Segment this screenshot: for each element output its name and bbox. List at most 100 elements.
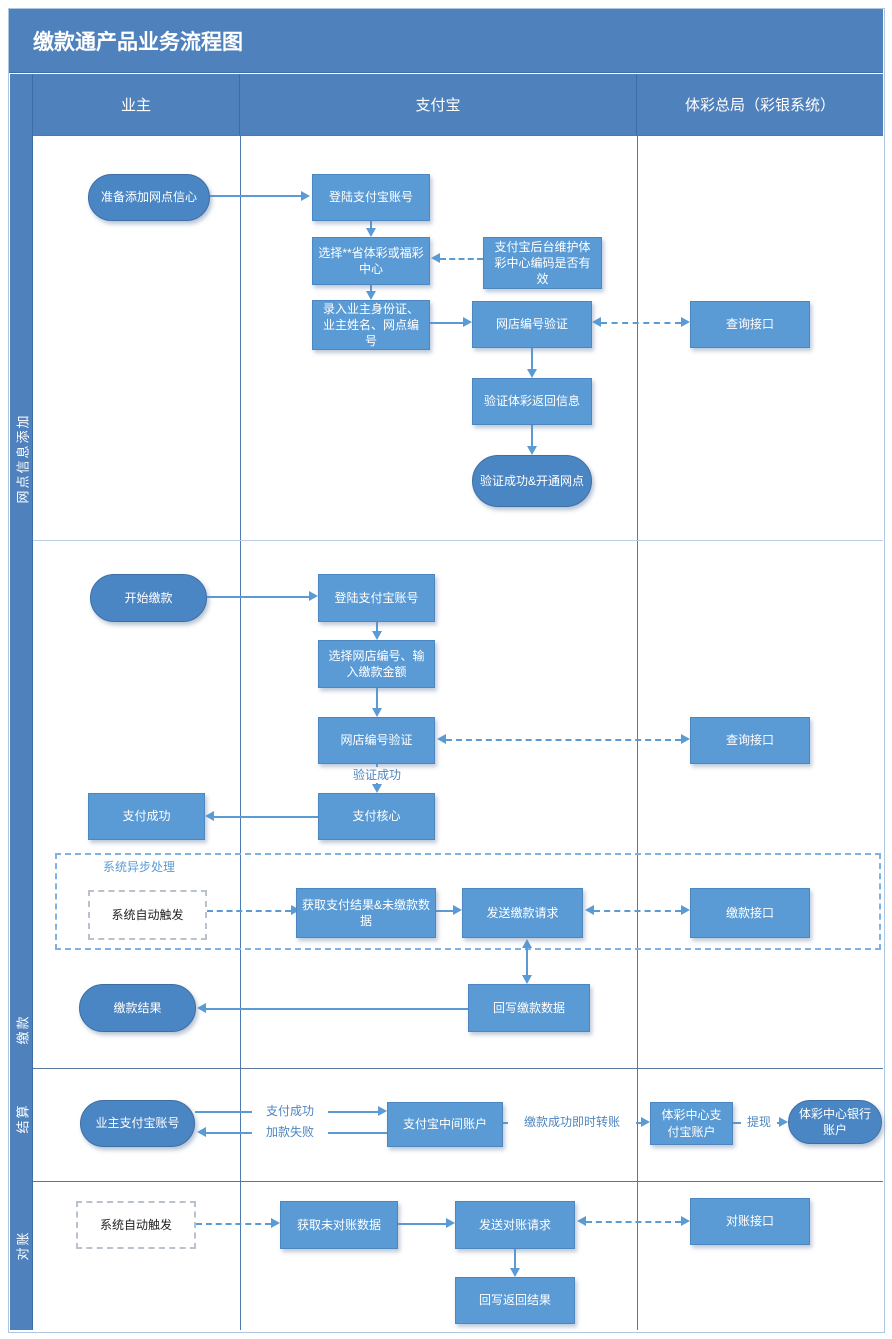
connector-dashed xyxy=(440,258,483,260)
connector-dashed xyxy=(601,322,681,324)
arrowhead xyxy=(372,784,382,793)
arrowhead xyxy=(510,1268,520,1277)
lane-divider xyxy=(33,1181,883,1182)
node-owner-alipay-account: 业主支付宝账号 xyxy=(80,1100,195,1147)
arrowhead xyxy=(431,253,440,263)
node-verify-ok-open: 验证成功&开通网点 xyxy=(472,455,592,507)
node-pay-success: 支付成功 xyxy=(88,793,205,840)
node-shop-code-verify-2: 网店编号验证 xyxy=(318,717,435,764)
edge-label-add-fail: 加款失败 xyxy=(252,1124,328,1140)
edge-label-withdraw: 提现 xyxy=(741,1114,777,1130)
node-get-pay-result: 获取支付结果&未缴款数据 xyxy=(296,888,436,938)
arrowhead xyxy=(437,734,446,744)
node-ticai-alipay-account: 体彩中心支付宝账户 xyxy=(650,1102,733,1145)
arrowhead xyxy=(309,591,318,601)
column-divider xyxy=(240,135,241,1330)
arrowhead xyxy=(378,1106,387,1116)
node-login-alipay-1: 登陆支付宝账号 xyxy=(312,174,430,221)
node-shop-code-verify-1: 网店编号验证 xyxy=(472,301,592,348)
arrowhead xyxy=(271,1218,280,1228)
node-prepare-add-outlet: 准备添加网点信心 xyxy=(88,174,210,221)
column-header-ticai: 体彩总局（彩银系统） xyxy=(637,74,883,135)
arrowhead xyxy=(577,1216,586,1226)
lane-label-strip xyxy=(10,74,33,1330)
arrowhead xyxy=(522,975,532,984)
connector xyxy=(531,348,533,369)
lane-label-text: 网点信息添加 xyxy=(15,412,31,504)
lane-label-text: 结算 xyxy=(15,1102,31,1134)
page-title: 缴款通产品业务流程图 xyxy=(9,9,883,73)
arrowhead xyxy=(641,1117,650,1127)
node-auto-trigger-2: 系统自动触发 xyxy=(76,1201,196,1249)
node-pay-api: 缴款接口 xyxy=(690,888,810,938)
lane-divider xyxy=(33,540,883,541)
arrowhead xyxy=(446,1218,455,1228)
arrowhead xyxy=(527,369,537,378)
node-send-pay-request: 发送缴款请求 xyxy=(462,888,583,938)
connector xyxy=(370,221,372,229)
node-verify-ticai-return: 验证体彩返回信息 xyxy=(472,378,592,425)
arrowhead xyxy=(372,631,382,640)
lane-divider xyxy=(33,1068,883,1069)
arrowhead xyxy=(205,811,214,821)
arrowhead xyxy=(585,905,594,915)
arrowhead xyxy=(291,905,300,915)
edge-label-verify-success: 验证成功 xyxy=(340,767,414,783)
lane-divider xyxy=(33,135,883,136)
column-header-owner: 业主 xyxy=(33,74,240,135)
node-writeback-result: 回写返回结果 xyxy=(455,1277,575,1324)
node-query-api-2: 查询接口 xyxy=(690,717,810,764)
node-send-recon-request: 发送对账请求 xyxy=(455,1201,575,1249)
connector xyxy=(370,285,372,292)
node-pay-core: 支付核心 xyxy=(318,793,435,840)
connector xyxy=(514,1249,516,1268)
arrowhead xyxy=(681,1216,690,1226)
connector-dashed xyxy=(207,910,291,912)
connector xyxy=(376,622,378,631)
lane-label-text: 对账 xyxy=(15,1229,31,1261)
column-header-alipay: 支付宝 xyxy=(240,74,637,135)
node-alipay-middle-account: 支付宝中间账户 xyxy=(387,1102,503,1147)
lane-label-text: 缴款 xyxy=(15,1013,31,1045)
arrowhead xyxy=(779,1117,788,1127)
lane-label-payment: 缴款 xyxy=(10,999,33,1059)
node-writeback-pay-data: 回写缴款数据 xyxy=(468,984,590,1032)
connector xyxy=(398,1223,446,1225)
arrowhead xyxy=(366,228,376,237)
node-login-alipay-2: 登陆支付宝账号 xyxy=(318,574,435,622)
arrowhead xyxy=(197,1127,206,1137)
arrowhead xyxy=(366,291,376,300)
connector xyxy=(376,688,378,708)
edge-label-instant-transfer: 缴款成功即时转账 xyxy=(508,1114,636,1130)
edge-label-pay-success: 支付成功 xyxy=(252,1103,328,1119)
arrowhead xyxy=(681,905,690,915)
async-group-box xyxy=(55,853,881,950)
arrowhead xyxy=(453,905,462,915)
node-ticai-bank-account: 体彩中心银行账户 xyxy=(788,1100,882,1144)
connector xyxy=(436,910,453,912)
arrowhead xyxy=(681,734,690,744)
arrowhead xyxy=(301,191,310,201)
arrowhead xyxy=(197,1003,206,1013)
connector xyxy=(531,425,533,446)
connector xyxy=(210,195,301,197)
node-choose-center: 选择**省体彩或福彩中心 xyxy=(312,237,430,285)
node-auto-trigger-1: 系统自动触发 xyxy=(88,890,207,940)
arrowhead xyxy=(522,939,532,948)
connector xyxy=(214,816,318,818)
connector-dashed xyxy=(594,910,681,912)
lane-label-settlement: 结算 xyxy=(10,1088,33,1148)
connector xyxy=(207,596,309,598)
node-pay-result: 缴款结果 xyxy=(79,984,196,1032)
connector xyxy=(206,1008,468,1010)
connector-dashed xyxy=(196,1223,271,1225)
lane-label-reconciliation: 对账 xyxy=(10,1215,33,1275)
node-choose-shop-amount: 选择网店编号、输入缴款金额 xyxy=(318,640,435,688)
node-backend-maintain: 支付宝后台维护体彩中心编码是否有效 xyxy=(483,237,602,289)
connector-dashed xyxy=(446,739,681,741)
node-get-unreconciled: 获取未对账数据 xyxy=(280,1201,398,1249)
arrowhead xyxy=(463,317,472,327)
arrowhead xyxy=(372,708,382,717)
diagram-frame xyxy=(8,8,885,1333)
connector xyxy=(526,948,528,975)
